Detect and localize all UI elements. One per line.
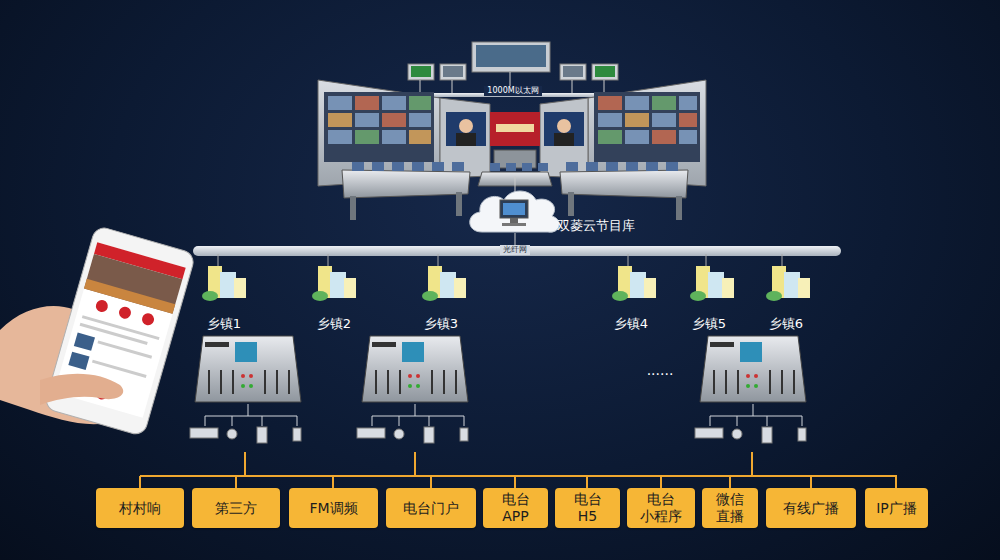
output-channel-box: 村村响 [96, 488, 184, 528]
box-text: 电台 H5 [573, 491, 603, 525]
box-text: 电台 APP [498, 491, 534, 525]
box-text: 电台门户 [403, 500, 459, 517]
distribution-lines [140, 452, 897, 488]
diagram-label: 双菱云节目库 [557, 218, 635, 234]
output-channel-box: 电台 H5 [555, 488, 620, 528]
top-monitors [408, 42, 618, 97]
box-text: 有线广播 [783, 500, 839, 517]
town-buildings [202, 254, 810, 301]
diagram-label: 乡镇6 [769, 316, 803, 332]
box-text: 微信 直播 [715, 491, 745, 525]
box-text: FM调频 [309, 500, 357, 517]
output-channel-box: 第三方 [192, 488, 280, 528]
fiber-bus [193, 246, 841, 256]
diagram-label: 光纤网 [500, 245, 530, 255]
diagram-label: 乡镇2 [317, 316, 351, 332]
box-text: 第三方 [215, 500, 257, 517]
diagram-label: 1000M以太网 [484, 86, 541, 96]
output-channel-box: 电台 APP [483, 488, 548, 528]
diagram-label: 乡镇1 [207, 316, 241, 332]
output-channel-box: FM调频 [289, 488, 378, 528]
diagram-label: 乡镇4 [614, 316, 648, 332]
box-text: IP广播 [876, 500, 917, 517]
cloud-server [470, 176, 560, 248]
output-channel-box: 有线广播 [766, 488, 856, 528]
phone-hand [0, 225, 196, 436]
diagram-label: 乡镇3 [424, 316, 458, 332]
output-channel-box: IP广播 [865, 488, 928, 528]
mixing-consoles [190, 336, 806, 443]
studio-walls [318, 80, 706, 186]
diagram-label: ...... [647, 362, 674, 379]
output-channel-box: 微信 直播 [702, 488, 758, 528]
output-channel-box: 电台 小程序 [627, 488, 695, 528]
box-text: 村村响 [119, 500, 161, 517]
box-text: 电台 小程序 [638, 491, 684, 525]
output-channel-box: 电台门户 [386, 488, 476, 528]
diagram-label: 乡镇5 [692, 316, 726, 332]
